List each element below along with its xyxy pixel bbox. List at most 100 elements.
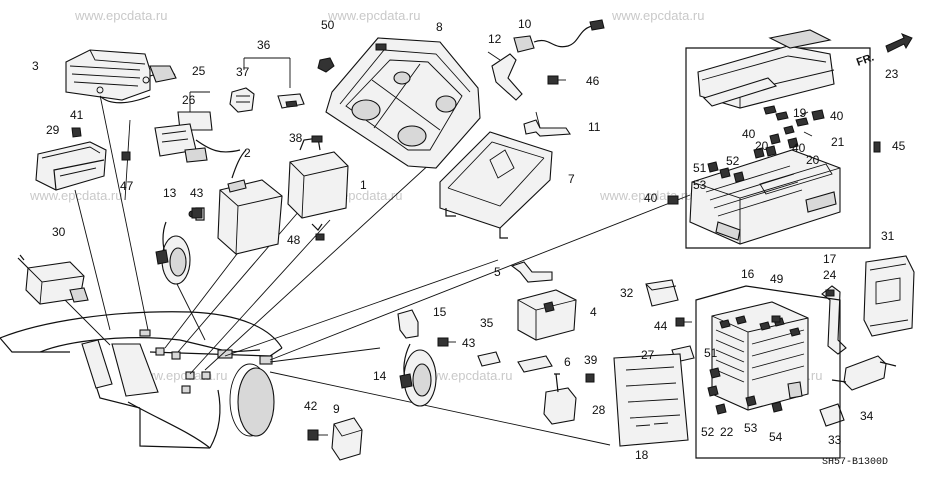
callout-17: 17 — [823, 252, 837, 266]
callout-40-right: 40 — [792, 141, 806, 155]
callout-40-top: 40 — [830, 109, 844, 123]
callout-2: 2 — [244, 146, 251, 160]
mount-hole-icon — [185, 371, 195, 380]
part-4-relay-box — [517, 289, 577, 341]
callout-23: 23 — [885, 67, 899, 81]
callout-43-upper: 43 — [190, 186, 204, 200]
callout-12: 12 — [488, 32, 502, 46]
mount-hole-icon — [259, 355, 273, 365]
part-36-37-relays — [229, 57, 305, 113]
callout-40-left: 40 — [644, 191, 658, 205]
part-46-bolt — [547, 75, 566, 85]
upper-right-panel — [667, 29, 881, 249]
part-10-sensor — [513, 19, 605, 53]
callout-51-upper: 51 — [693, 161, 707, 175]
front-direction-marker: FR. — [855, 33, 913, 69]
watermark-text: www.epcdata.ru — [327, 8, 421, 23]
part-15-bracket — [397, 309, 419, 339]
part-42-bolt — [307, 429, 328, 441]
part-1-unit — [287, 135, 349, 241]
mount-hole-icon — [139, 329, 151, 337]
callout-20-right: 20 — [806, 153, 820, 167]
part-44-bolt — [675, 317, 692, 327]
diagram-code: SH57-B1300D — [822, 457, 888, 468]
part-13-horn — [155, 207, 205, 285]
callout-36: 36 — [257, 38, 271, 52]
callout-25: 25 — [192, 64, 206, 78]
part-25-26-unit — [154, 91, 241, 163]
callout-24: 24 — [823, 268, 837, 282]
part-39-nut — [585, 373, 595, 383]
callout-15: 15 — [433, 305, 447, 319]
callout-44: 44 — [654, 319, 668, 333]
mount-hole-icon — [155, 347, 165, 356]
callout-13: 13 — [163, 186, 177, 200]
part-17-24-bracket — [821, 285, 847, 355]
callout-49: 49 — [770, 272, 784, 286]
callout-26: 26 — [182, 93, 196, 107]
callout-48: 48 — [287, 233, 301, 247]
part-31-cover — [863, 255, 915, 337]
callout-37: 37 — [236, 65, 250, 79]
callout-41: 41 — [70, 108, 84, 122]
part-9-bracket — [331, 417, 363, 461]
part-3-control-unit — [65, 49, 177, 104]
callout-43-lower: 43 — [462, 336, 476, 350]
callout-11: 11 — [588, 120, 601, 134]
part-34-relay — [831, 355, 897, 391]
callout-46: 46 — [586, 74, 600, 88]
callout-33: 33 — [828, 433, 842, 447]
part-43-bolt-upper — [191, 207, 203, 219]
callout-34: 34 — [860, 409, 874, 423]
callout-52-lower: 52 — [701, 425, 715, 439]
callout-40-mid: 40 — [742, 127, 756, 141]
part-5-bracket — [510, 261, 553, 283]
callout-3: 3 — [32, 59, 39, 73]
callout-1: 1 — [360, 178, 367, 192]
watermark-text: www.epcdata.ru — [74, 8, 168, 23]
callout-32: 32 — [620, 286, 634, 300]
mount-hole-icon — [181, 385, 191, 394]
watermark-text: www.epcdata.ru — [419, 368, 513, 383]
callout-14: 14 — [373, 369, 387, 383]
part-41-47-clips — [71, 127, 131, 161]
callout-6: 6 — [564, 355, 571, 369]
watermark-text: www.epcdata.ru — [29, 188, 123, 203]
front-arrow-icon — [885, 33, 913, 53]
callout-50: 50 — [321, 18, 335, 32]
part-18-label-sheet — [613, 353, 689, 447]
part-12-bracket — [487, 51, 523, 101]
callout-9: 9 — [333, 402, 340, 416]
callout-22: 22 — [720, 425, 734, 439]
part-2-control-box — [217, 149, 283, 255]
callout-numbers: 1 2 3 4 5 6 7 8 9 10 11 12 13 14 15 16 1… — [32, 17, 906, 462]
part-33-connector — [819, 403, 845, 427]
callout-42: 42 — [304, 399, 318, 413]
part-43-bolt — [437, 337, 456, 347]
callout-29: 29 — [46, 123, 60, 137]
callout-35: 35 — [480, 316, 494, 330]
callout-16: 16 — [741, 267, 755, 281]
callout-28: 28 — [592, 403, 606, 417]
part-50-nut — [317, 57, 335, 73]
front-label: FR. — [855, 51, 876, 68]
callout-27: 27 — [641, 348, 655, 362]
part-16-fuse-box — [695, 285, 841, 459]
callout-7: 7 — [568, 172, 575, 186]
part-14-horn — [399, 343, 437, 407]
callout-45: 45 — [892, 139, 906, 153]
part-28-relay — [543, 373, 577, 425]
callout-10: 10 — [518, 17, 532, 31]
mount-hole-icon — [171, 351, 181, 360]
part-30-relay — [17, 254, 89, 305]
callout-30: 30 — [52, 225, 66, 239]
part-8-bracket-frame — [325, 37, 481, 169]
car-body-outline — [0, 311, 283, 449]
part-7-ecu — [439, 131, 553, 239]
part-29-cover — [35, 141, 107, 191]
callout-31: 31 — [881, 229, 895, 243]
callout-53-lower: 53 — [744, 421, 758, 435]
callout-20-left: 20 — [755, 139, 769, 153]
